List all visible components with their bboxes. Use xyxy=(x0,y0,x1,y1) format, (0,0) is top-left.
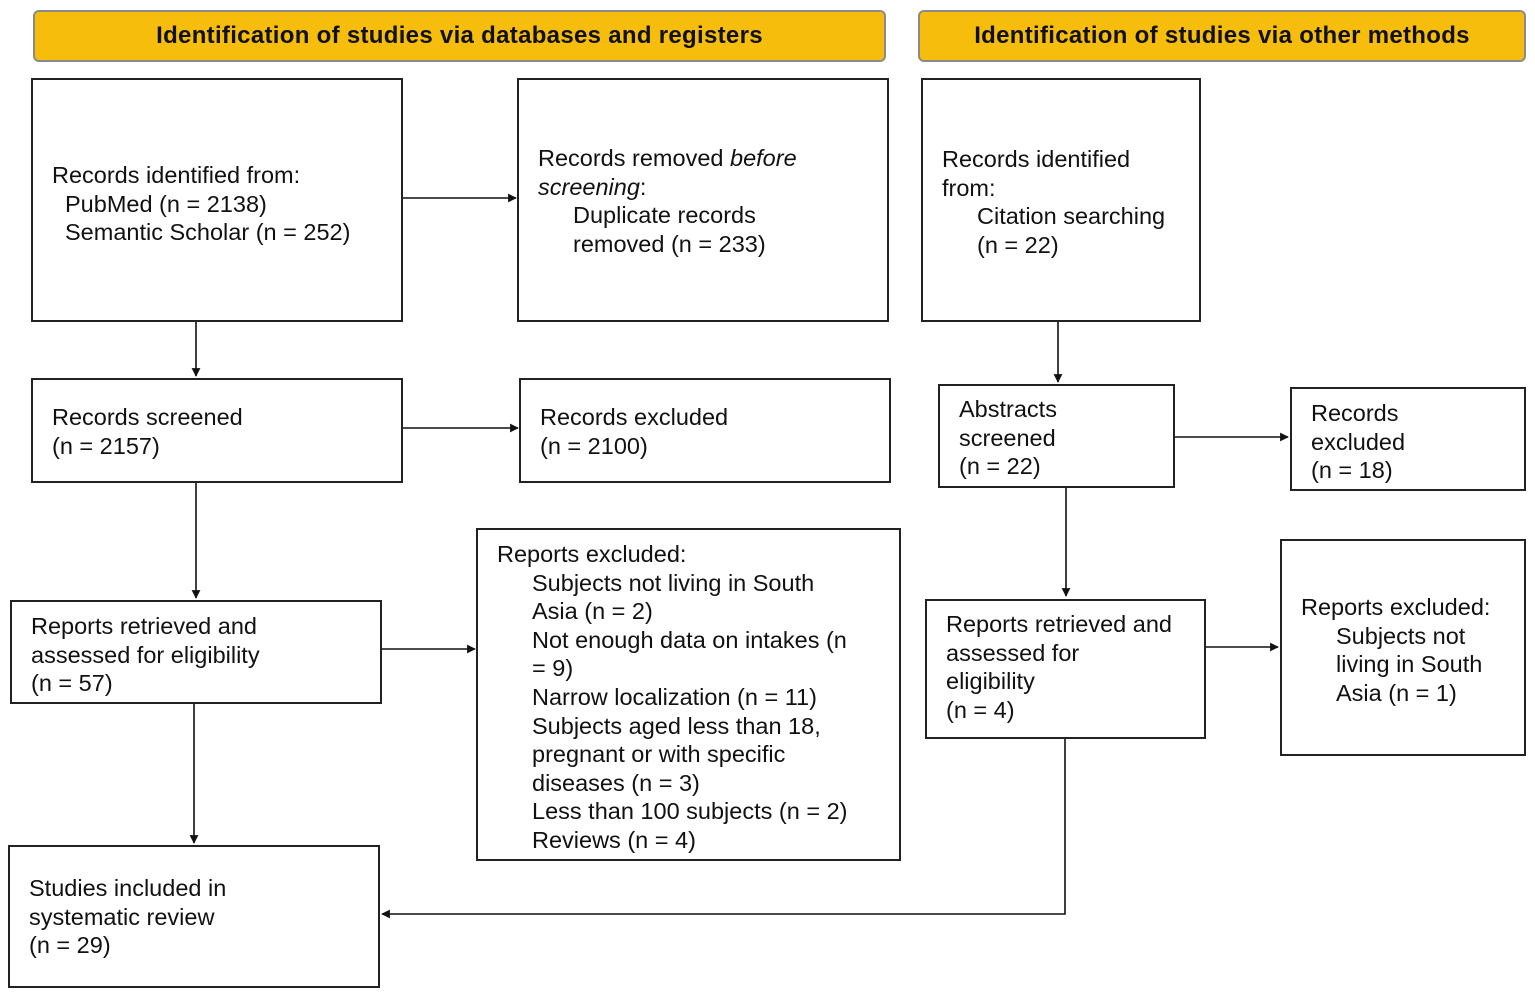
records-excluded-count: (n = 2100) xyxy=(540,432,648,459)
duplicate-records-line1: Duplicate records xyxy=(573,202,756,228)
duplicate-records-line2: removed (n = 233) xyxy=(573,230,766,257)
studies-included-line2: systematic review xyxy=(29,903,215,930)
exclusion-reason: Not enough data on intakes (n xyxy=(532,626,847,653)
other-reports-retrieved-line1: Reports retrieved and xyxy=(946,611,1172,637)
records-excluded-box: Records excluded (n = 2100) xyxy=(519,378,891,483)
other-reports-retrieved-box: Reports retrieved and assessed for eligi… xyxy=(925,599,1206,739)
citation-searching: Citation searching xyxy=(977,203,1166,229)
abstracts-screened-line1: Abstracts xyxy=(959,396,1057,422)
exclusion-reason: Subjects not living in South xyxy=(532,569,815,596)
arrow-other-retrieved-to-included xyxy=(381,739,1066,919)
pubmed-count: PubMed (n = 2138) xyxy=(65,190,267,217)
header-other-methods: Identification of studies via other meth… xyxy=(918,10,1526,62)
studies-included-line1: Studies included in xyxy=(29,875,227,901)
other-records-excluded-line2: excluded xyxy=(1311,428,1406,455)
exclusion-reason: Asia (n = 2) xyxy=(532,598,653,625)
other-exclusion-reason: living in South xyxy=(1336,651,1483,677)
citation-records-box: Records identified from: Citation search… xyxy=(921,78,1201,322)
records-removed-line1: Records removed before xyxy=(538,145,797,171)
exclusion-reason: Less than 100 subjects (n = 2) xyxy=(532,798,848,825)
citation-records-line1: Records identified xyxy=(942,146,1131,172)
records-removed-box: Records removed before screening: Duplic… xyxy=(517,78,889,322)
citation-count: (n = 22) xyxy=(977,231,1059,258)
exclusion-reason: diseases (n = 3) xyxy=(532,769,700,796)
other-reports-retrieved-count: (n = 4) xyxy=(946,696,1015,723)
records-identified-box: Records identified from: PubMed (n = 213… xyxy=(31,78,403,322)
reports-retrieved-line1: Reports retrieved and xyxy=(31,613,257,639)
records-identified-title: Records identified from: xyxy=(52,162,301,189)
other-reports-excluded-title: Reports excluded: xyxy=(1301,594,1491,620)
reports-retrieved-box: Reports retrieved and assessed for eligi… xyxy=(10,600,382,704)
other-reports-excluded-box: Reports excluded: Subjects not living in… xyxy=(1280,539,1526,756)
exclusion-reason: pregnant or with specific xyxy=(532,741,786,768)
exclusion-reason: = 9) xyxy=(532,655,574,682)
abstracts-screened-line2: screened xyxy=(959,424,1056,451)
other-records-excluded-box: Records excluded (n = 18) xyxy=(1290,387,1526,491)
other-reports-retrieved-line2: assessed for xyxy=(946,639,1080,666)
reports-excluded-title: Reports excluded: xyxy=(497,541,687,567)
header-databases: Identification of studies via databases … xyxy=(33,10,886,62)
citation-records-line2: from: xyxy=(942,174,996,201)
other-reports-retrieved-line3: eligibility xyxy=(946,668,1035,694)
other-records-excluded-line1: Records xyxy=(1311,400,1399,426)
reports-retrieved-count: (n = 57) xyxy=(31,670,113,696)
reports-retrieved-line2: assessed for eligibility xyxy=(31,641,260,668)
other-records-excluded-count: (n = 18) xyxy=(1311,457,1393,483)
records-screened-box: Records screened (n = 2157) xyxy=(31,378,403,483)
records-screened-count: (n = 2157) xyxy=(52,432,160,459)
reports-excluded-box: Reports excluded: Subjects not living in… xyxy=(476,528,901,861)
records-removed-line2: screening: xyxy=(538,173,647,200)
semantic-scholar-count: Semantic Scholar (n = 252) xyxy=(65,219,351,246)
studies-included-box: Studies included in systematic review (n… xyxy=(8,845,380,988)
other-exclusion-reason: Subjects not xyxy=(1336,622,1466,649)
exclusion-reason: Reviews (n = 4) xyxy=(532,826,696,853)
abstracts-screened-count: (n = 22) xyxy=(959,453,1041,479)
abstracts-screened-box: Abstracts screened (n = 22) xyxy=(938,384,1175,488)
other-exclusion-reason: Asia (n = 1) xyxy=(1336,679,1457,706)
records-screened-title: Records screened xyxy=(52,404,243,430)
records-excluded-title: Records excluded xyxy=(540,404,729,430)
studies-included-count: (n = 29) xyxy=(29,932,111,958)
exclusion-reason: Subjects aged less than 18, xyxy=(532,712,821,739)
exclusion-reason: Narrow localization (n = 11) xyxy=(532,683,817,710)
